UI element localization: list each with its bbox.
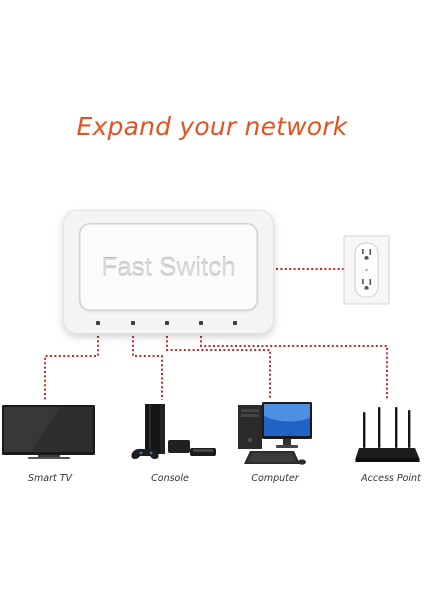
switch-port (131, 321, 135, 325)
connector-computer (166, 336, 271, 400)
device-label-smart-tv: Smart TV (27, 473, 73, 484)
fast-switch-device: Fast Switch (63, 210, 274, 334)
switch-face: Fast Switch (79, 223, 258, 311)
desktop-computer-icon (238, 402, 312, 465)
connector-access-point (200, 336, 388, 400)
wall-outlet-icon (343, 235, 390, 305)
headline: Expand your network (76, 112, 348, 141)
tv-icon (2, 405, 95, 459)
device-label-console: Console (151, 473, 189, 484)
switch-port (233, 321, 237, 325)
connector-lines (44, 268, 388, 400)
device-label-access-point: Access Point (361, 473, 421, 484)
connector-console (132, 336, 163, 400)
wifi-router-icon (355, 407, 420, 462)
switch-port (199, 321, 203, 325)
switch-port (96, 321, 100, 325)
switch-port (165, 321, 169, 325)
device-label-computer: Computer (251, 473, 299, 484)
connector-tv (44, 336, 99, 400)
switch-label: Fast Switch (101, 252, 236, 282)
game-console-icon (131, 404, 216, 459)
